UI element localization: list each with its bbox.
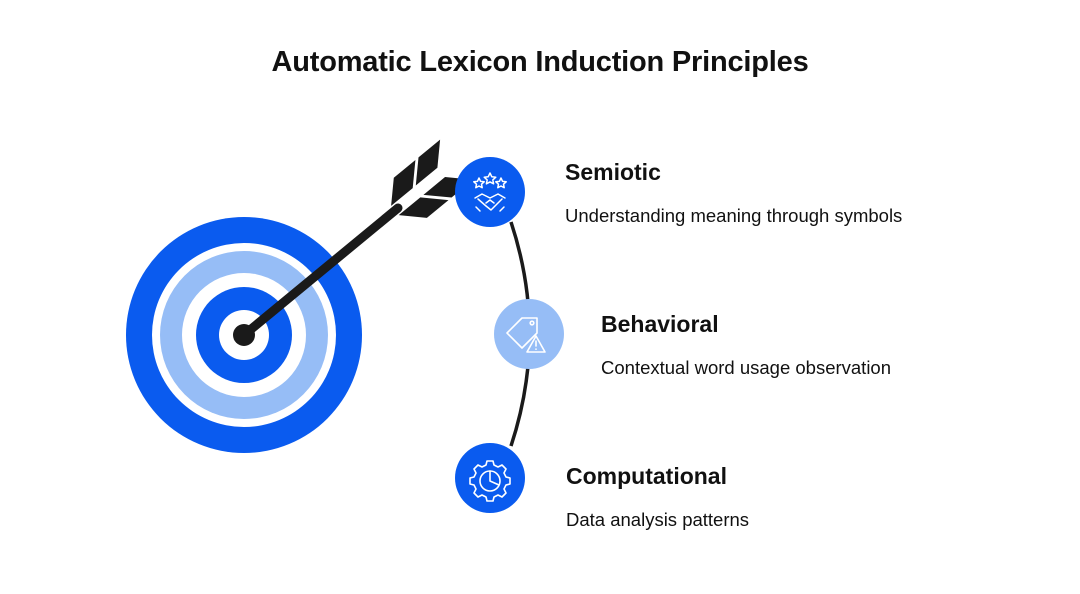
item-title-behavioral: Behavioral	[601, 311, 719, 337]
node-computational	[455, 443, 525, 513]
item-title-semiotic: Semiotic	[565, 159, 661, 185]
gear-chart-icon	[469, 460, 511, 502]
node-semiotic	[455, 157, 525, 227]
stars-handshake-icon	[473, 172, 507, 212]
arrow-icon	[233, 139, 474, 346]
item-desc-behavioral: Contextual word usage observation	[601, 357, 892, 378]
item-desc-semiotic: Understanding meaning through symbols	[565, 205, 903, 226]
node-behavioral	[494, 299, 564, 369]
page-title: Automatic Lexicon Induction Principles	[271, 46, 809, 78]
item-desc-computational: Data analysis patterns	[566, 509, 750, 530]
tag-warning-icon	[506, 317, 546, 353]
item-title-computational: Computational	[566, 463, 727, 489]
